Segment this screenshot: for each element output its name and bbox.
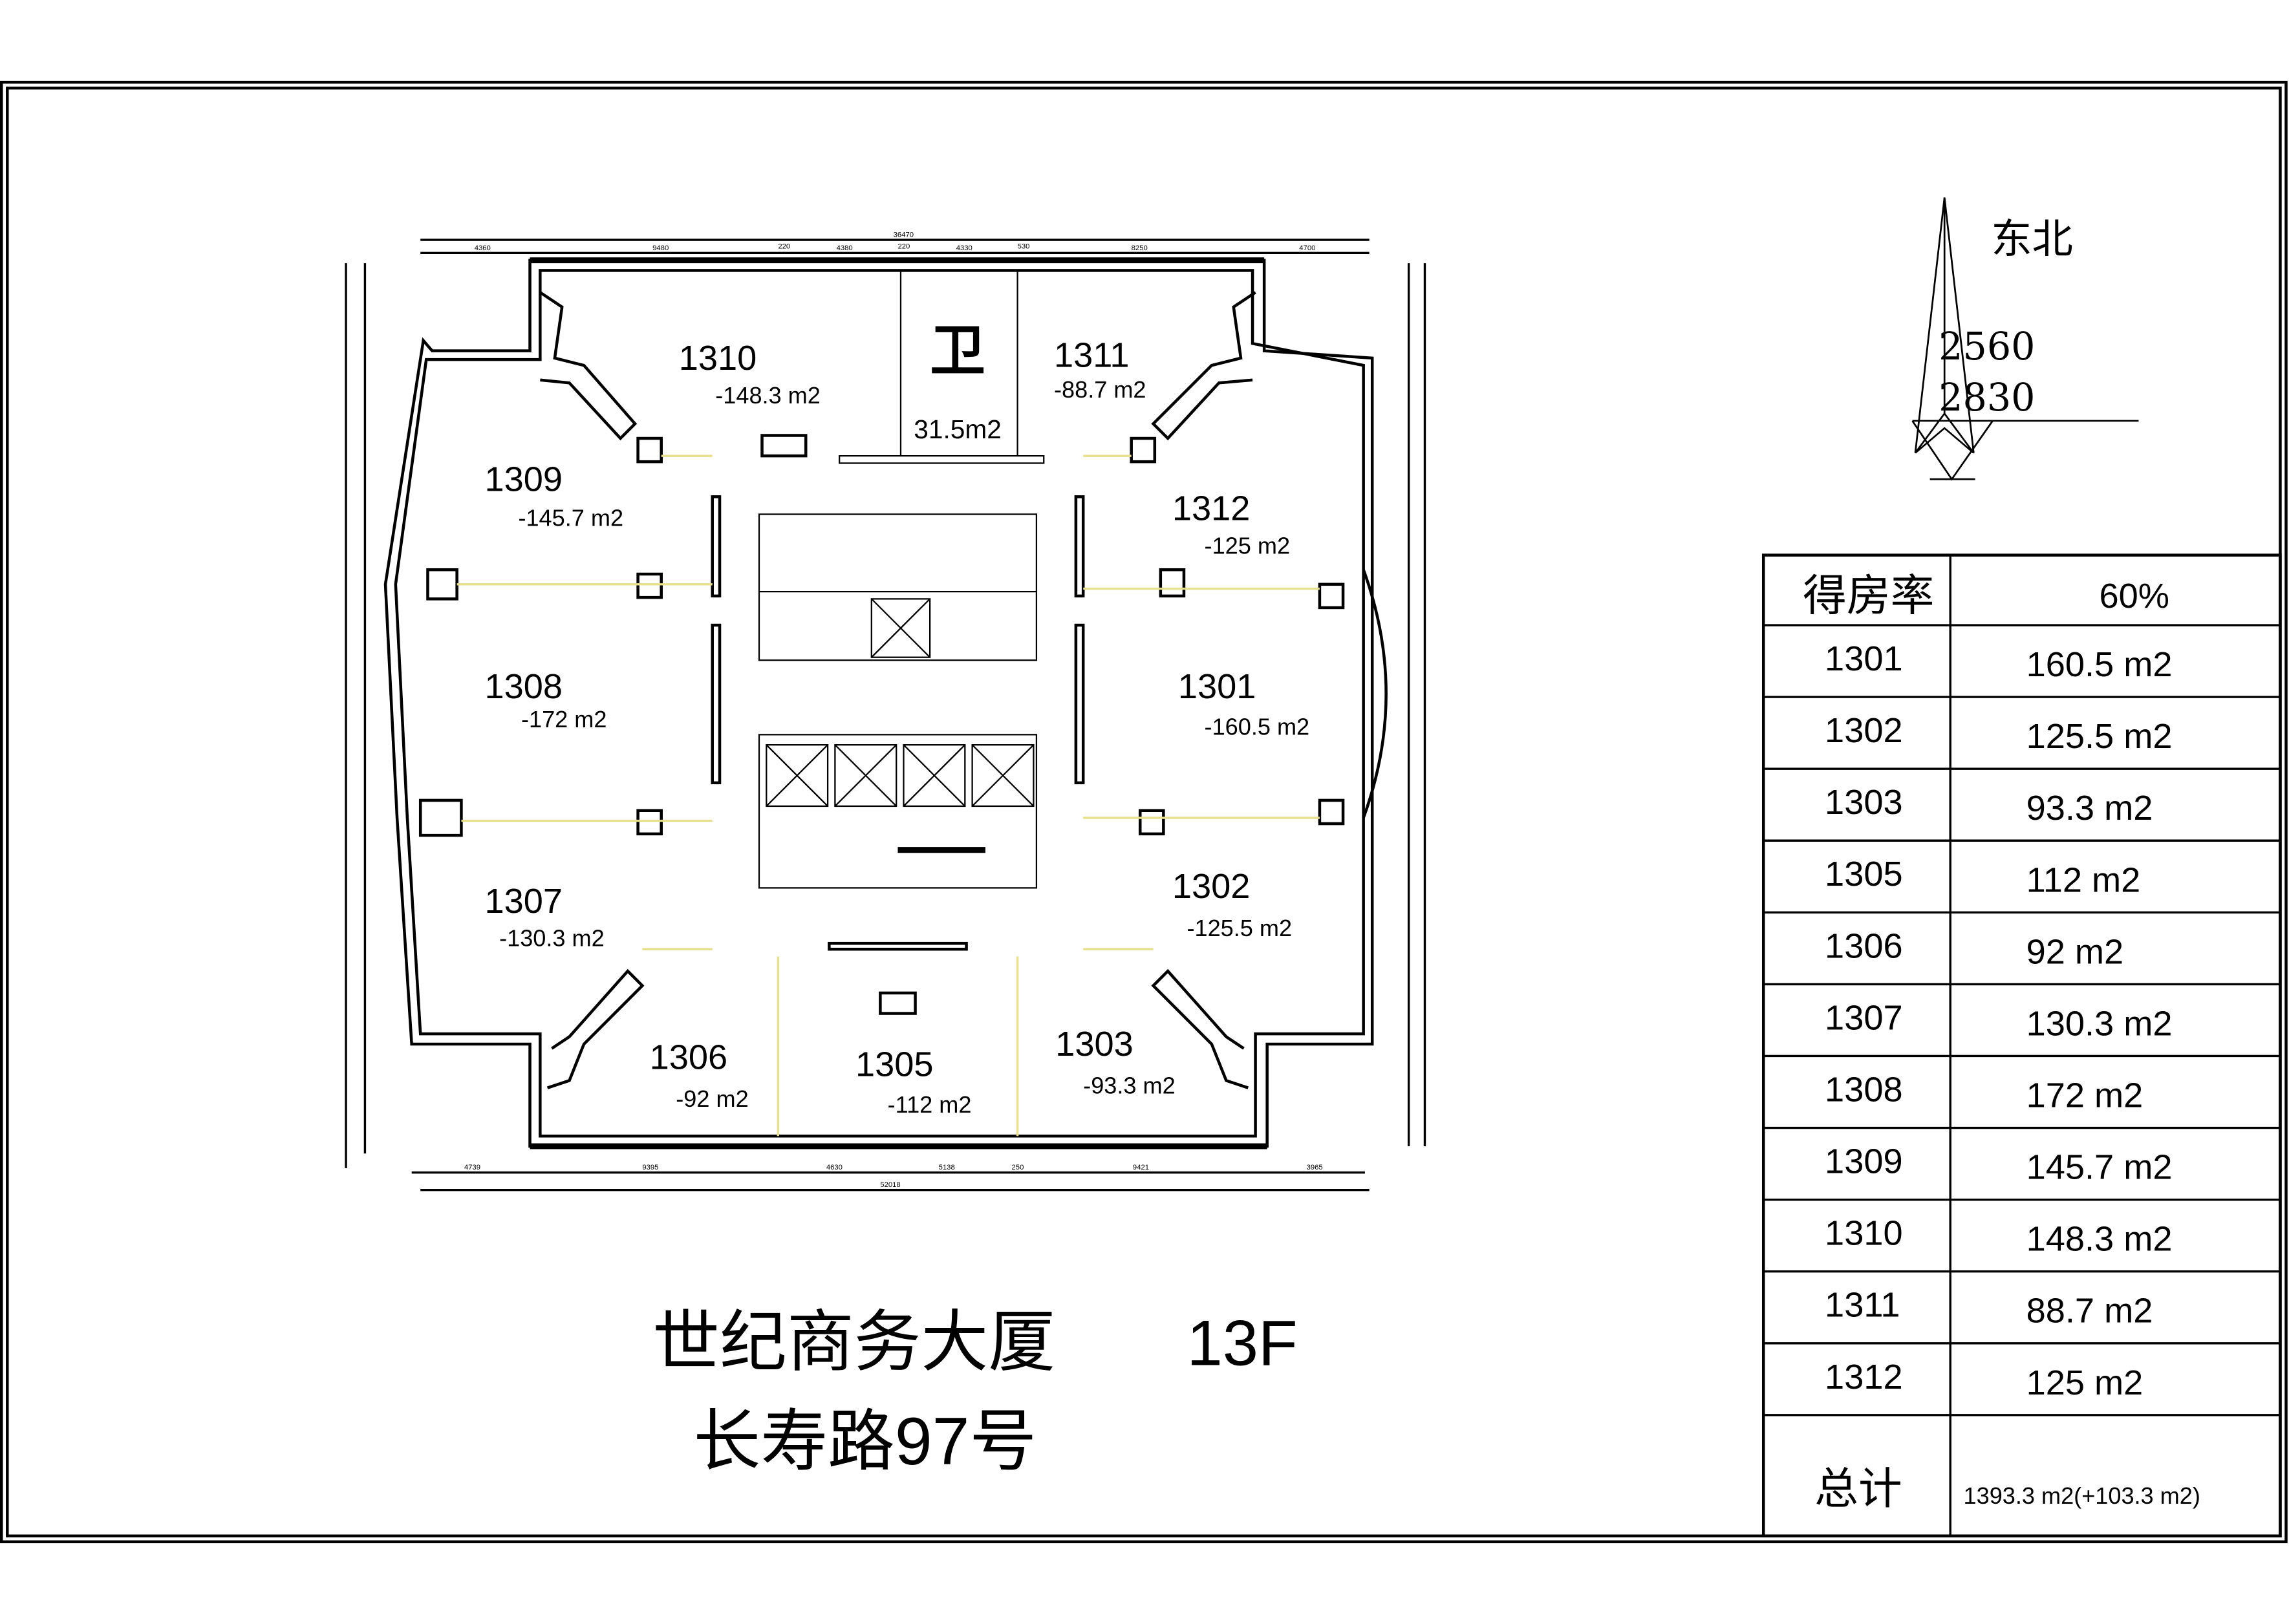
table-area: 148.3 m2 <box>2026 1220 2173 1259</box>
svg-text:2560: 2560 <box>1939 325 2035 369</box>
room-1311: 1311-88.7 m2 <box>1054 336 1146 402</box>
dim-bottom: 250 <box>1012 1164 1024 1171</box>
dim-bottom: 4739 <box>464 1164 480 1171</box>
svg-text:2830: 2830 <box>1939 376 2035 420</box>
svg-text:1307: 1307 <box>485 882 563 921</box>
room-toilet: 卫 31.5m2 <box>914 320 1002 444</box>
top-dimensions: 36470 4360 9480 220 4380 220 4330 530 82… <box>420 231 1370 255</box>
svg-text:1301: 1301 <box>1178 667 1256 706</box>
svg-text:-148.3 m2: -148.3 m2 <box>715 382 821 409</box>
area-table: 得房率 60% 总计 1393.3 m2(+103.3 m2) 1301 160.… <box>1761 553 2282 1538</box>
dim-top: 4360 <box>475 244 491 252</box>
table-area: 93.3 m2 <box>2026 789 2153 828</box>
room-1312: 1312 -125 m2 <box>1172 489 1290 559</box>
table-unit: 1306 <box>1825 926 1903 965</box>
svg-text:-130.3 m2: -130.3 m2 <box>499 925 605 952</box>
table-unit: 1308 <box>1825 1070 1903 1109</box>
svg-text:1308: 1308 <box>485 667 563 706</box>
room-1302: 1302 -125.5 m2 <box>1172 867 1292 941</box>
dim-top: 8250 <box>1132 244 1148 252</box>
floor-label: 13F <box>1187 1308 1297 1380</box>
table-unit: 1301 <box>1825 639 1903 678</box>
room-1306: 1306 -92 m2 <box>650 1038 749 1112</box>
svg-text:1302: 1302 <box>1172 867 1251 906</box>
dim-top: 530 <box>1018 243 1030 251</box>
svg-text:-93.3 m2: -93.3 m2 <box>1083 1073 1176 1099</box>
room-1301: 1301 -160.5 m2 <box>1178 667 1309 740</box>
room-1307: 1307 -130.3 m2 <box>485 882 605 952</box>
dim-top: 220 <box>778 243 790 251</box>
dim-top: 220 <box>897 243 910 251</box>
svg-text:1305: 1305 <box>855 1045 934 1084</box>
room-1310: 1310 -148.3 m2 <box>679 339 821 409</box>
table-area: 112 m2 <box>2026 860 2141 899</box>
svg-text:-92 m2: -92 m2 <box>676 1085 748 1112</box>
dim-bottom: 3965 <box>1307 1164 1323 1171</box>
dim-top: 4380 <box>837 244 853 252</box>
address: 长寿路97号 <box>693 1404 1037 1479</box>
room-1309: 1309 -145.7 m2 <box>485 460 624 531</box>
building-name: 世纪商务大厦 <box>652 1305 1055 1380</box>
dim-top: 9480 <box>652 244 669 252</box>
svg-text:31.5m2: 31.5m2 <box>914 414 1002 444</box>
room-1305: 1305 -112 m2 <box>855 1045 971 1118</box>
table-unit: 1305 <box>1825 855 1903 893</box>
drawing-title: 世纪商务大厦 13F 长寿路97号 <box>652 1305 1297 1480</box>
svg-text:卫: 卫 <box>930 320 985 382</box>
dim-bottom: 5138 <box>939 1164 955 1171</box>
table-area: 160.5 m2 <box>2026 645 2173 684</box>
svg-text:1303: 1303 <box>1055 1025 1134 1063</box>
table-area: 125.5 m2 <box>2026 717 2173 756</box>
outer-frame <box>0 80 2288 1544</box>
table-header-label: 得房率 <box>1803 572 1934 620</box>
table-unit: 1310 <box>1825 1214 1903 1253</box>
table-area: 130.3 m2 <box>2026 1004 2173 1043</box>
table-header-value: 60% <box>2100 577 2169 615</box>
table-area: 172 m2 <box>2026 1076 2144 1115</box>
compass-label: 东北 <box>1991 215 2072 262</box>
svg-text:-172 m2: -172 m2 <box>521 706 607 732</box>
svg-text:-112 m2: -112 m2 <box>888 1091 972 1118</box>
elevation-marker: 2560 2830 <box>1911 325 2139 481</box>
room-1308: 1308-172 m2 <box>485 667 607 732</box>
table-unit: 1312 <box>1825 1358 1903 1396</box>
svg-text:-145.7 m2: -145.7 m2 <box>518 504 623 531</box>
dim-bottom: 9395 <box>642 1164 658 1171</box>
table-unit: 1307 <box>1825 998 1903 1037</box>
room-1303: 1303 -93.3 m2 <box>1055 1025 1175 1099</box>
table-unit: 1309 <box>1825 1142 1903 1181</box>
table-area: 92 m2 <box>2026 932 2124 971</box>
dim-top-total: 36470 <box>894 231 914 239</box>
svg-text:-160.5 m2: -160.5 m2 <box>1205 713 1310 740</box>
svg-text:-125 m2: -125 m2 <box>1205 532 1290 559</box>
dim-bottom-total: 52018 <box>880 1181 900 1189</box>
svg-text:1311: 1311 <box>1054 336 1129 374</box>
svg-text:-125.5 m2: -125.5 m2 <box>1187 915 1292 941</box>
table-area: 145.7 m2 <box>2026 1148 2173 1187</box>
dim-top: 4700 <box>1299 244 1315 252</box>
dim-bottom: 4630 <box>826 1164 843 1171</box>
dim-top: 4330 <box>956 244 973 252</box>
room-labels: 1310 -148.3 m2 1311-88.7 m2 1309 -145.7 m2… <box>485 320 1310 1118</box>
svg-text:1310: 1310 <box>679 339 757 378</box>
total-value: 1393.3 m2(+103.3 m2) <box>1964 1482 2200 1509</box>
svg-text:1312: 1312 <box>1172 489 1251 528</box>
svg-text:1309: 1309 <box>485 460 563 498</box>
svg-text:-88.7 m2: -88.7 m2 <box>1054 376 1146 403</box>
svg-text:1306: 1306 <box>650 1038 728 1076</box>
bottom-dimensions: 4739 9395 4630 5138 250 9421 3965 52018 <box>411 1164 1370 1191</box>
table-area: 125 m2 <box>2026 1363 2144 1402</box>
dim-bottom: 9421 <box>1133 1164 1149 1171</box>
total-label: 总计 <box>1814 1465 1902 1513</box>
table-unit: 1303 <box>1825 783 1903 822</box>
building-walls <box>383 257 1388 1149</box>
table-unit: 1302 <box>1825 711 1903 750</box>
table-area: 88.7 m2 <box>2026 1292 2153 1330</box>
table-unit: 1311 <box>1825 1286 1900 1325</box>
